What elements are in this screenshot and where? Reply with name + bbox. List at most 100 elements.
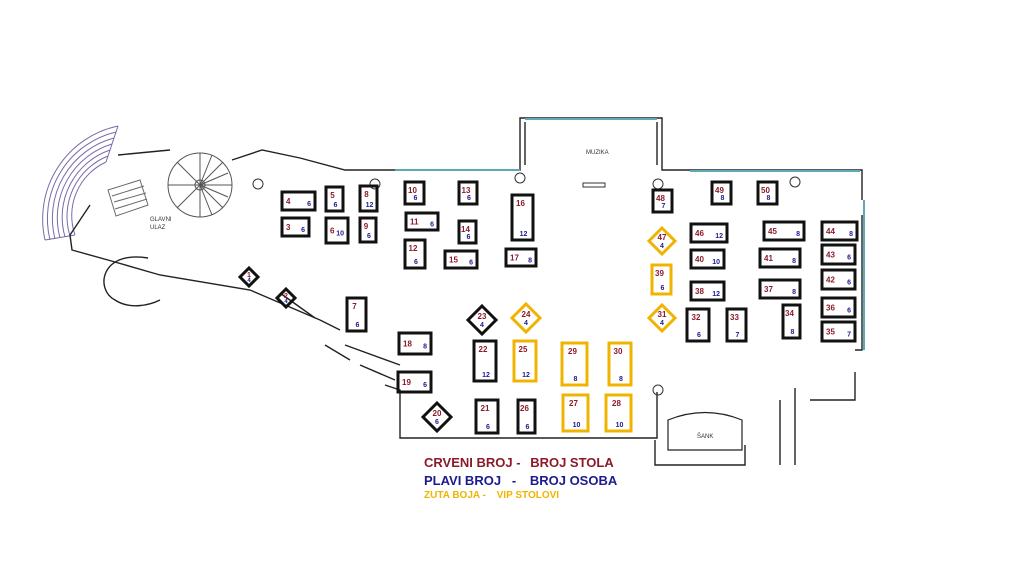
windows	[395, 118, 865, 350]
table-18-number: 18	[403, 340, 412, 349]
table-31-persons: 4	[660, 320, 664, 327]
table-11-number: 11	[410, 218, 419, 227]
table-47[interactable]: 474	[646, 225, 678, 257]
table-2-persons: 4	[284, 299, 288, 305]
table-24-number: 24	[522, 310, 531, 319]
table-29[interactable]: 298	[560, 341, 589, 387]
table-9[interactable]: 96	[358, 216, 378, 244]
table-42-number: 42	[826, 276, 835, 285]
table-26-number: 26	[520, 404, 529, 413]
table-21-persons: 6	[486, 424, 490, 431]
table-48[interactable]: 487	[651, 188, 674, 214]
table-8-persons: 12	[366, 202, 374, 209]
table-49[interactable]: 498	[710, 180, 733, 206]
table-20[interactable]: 206	[420, 400, 454, 434]
table-50[interactable]: 508	[756, 180, 779, 206]
table-19-persons: 6	[423, 382, 427, 389]
table-39-shape	[650, 263, 673, 296]
table-27-shape	[561, 393, 590, 433]
table-41-number: 41	[764, 254, 773, 263]
table-15-shape	[443, 249, 479, 270]
table-13[interactable]: 136	[457, 180, 479, 206]
table-31[interactable]: 314	[646, 302, 678, 334]
table-34[interactable]: 348	[781, 303, 802, 340]
table-20-persons: 6	[435, 419, 439, 426]
table-6-number: 6	[330, 227, 335, 236]
legend-line-red: CRVENI BROJ - BROJ STOLA	[424, 455, 614, 470]
entrance-label-line2: ULAZ	[150, 225, 166, 231]
table-5[interactable]: 56	[324, 185, 345, 213]
table-28-shape	[604, 393, 633, 433]
table-14[interactable]: 146	[457, 219, 478, 245]
table-25-persons: 12	[522, 372, 530, 379]
table-43-number: 43	[826, 251, 835, 260]
table-3-number: 3	[286, 223, 291, 232]
table-10[interactable]: 106	[403, 180, 426, 206]
table-39[interactable]: 396	[650, 263, 673, 296]
table-45-number: 45	[768, 227, 777, 236]
table-44-shape	[820, 220, 859, 242]
table-30[interactable]: 308	[607, 341, 633, 387]
table-32-persons: 6	[697, 332, 701, 339]
table-5-shape	[324, 185, 345, 213]
table-39-persons: 6	[661, 285, 665, 292]
table-2[interactable]: 24	[274, 286, 298, 310]
table-6-persons: 10	[336, 231, 344, 238]
table-1-shape	[237, 265, 261, 289]
table-26-persons: 6	[526, 424, 530, 431]
table-7-persons: 6	[356, 322, 360, 329]
table-49-persons: 8	[721, 195, 725, 202]
table-13-number: 13	[462, 186, 471, 195]
table-8[interactable]: 812	[358, 184, 379, 213]
table-30-persons: 8	[619, 376, 623, 383]
table-25-shape	[512, 339, 538, 383]
table-7[interactable]: 76	[345, 296, 368, 333]
table-26[interactable]: 26 6	[516, 398, 537, 435]
table-2-shape	[274, 286, 298, 310]
table-10-persons: 6	[414, 195, 418, 202]
table-48-shape	[651, 188, 674, 214]
legend-line-yellow: ZUTA BOJA - VIP STOLOVI	[424, 490, 559, 501]
table-24[interactable]: 244	[509, 301, 543, 335]
table-1-number: 1	[247, 272, 251, 279]
legend-yellow-left: ZUTA BOJA -	[424, 490, 486, 501]
table-16-shape	[510, 193, 535, 242]
table-12[interactable]: 126	[403, 238, 427, 270]
table-33[interactable]: 337	[725, 307, 748, 343]
table-17-shape	[504, 247, 538, 268]
table-1[interactable]: 14	[237, 265, 261, 289]
table-32[interactable]: 326	[685, 307, 711, 343]
table-45-shape	[762, 220, 806, 242]
table-29-shape	[560, 341, 589, 387]
table-31-shape	[646, 302, 678, 334]
table-49-number: 49	[715, 186, 724, 195]
table-21[interactable]: 216	[474, 398, 500, 435]
table-38-number: 38	[695, 287, 704, 296]
table-23[interactable]: 234	[465, 303, 499, 337]
